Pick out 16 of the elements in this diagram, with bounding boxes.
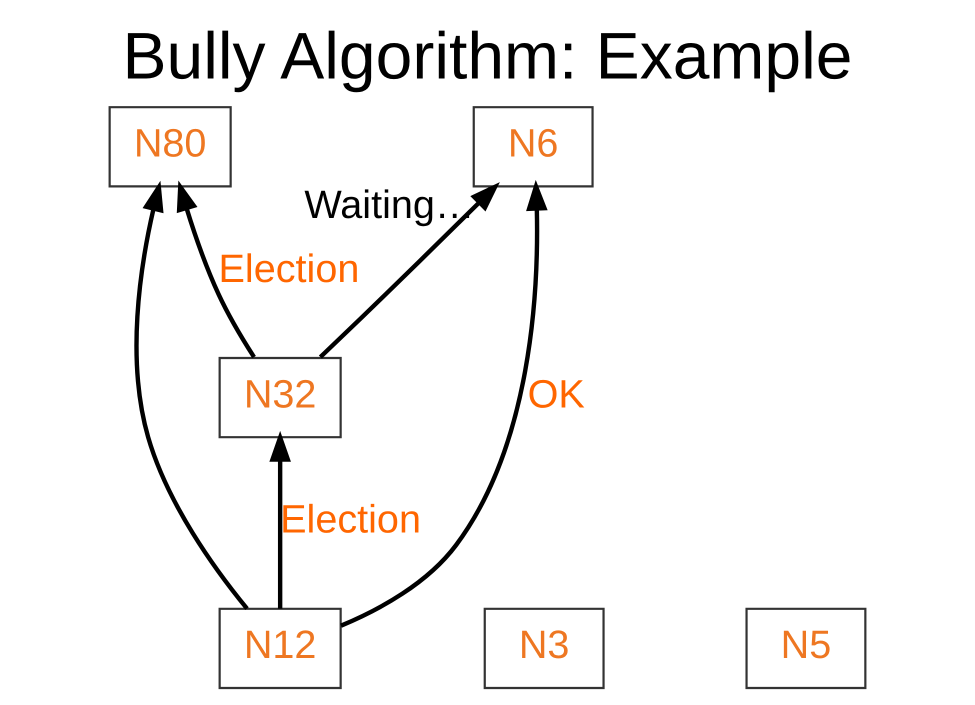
edge-label: Election <box>218 246 360 291</box>
node-box: N12 <box>218 608 342 690</box>
arrow <box>269 430 291 609</box>
arrow <box>134 180 249 610</box>
node-box: N32 <box>218 356 342 438</box>
edge-label: Election <box>280 498 421 542</box>
node-label: Waiting… <box>304 183 475 228</box>
node-box: N80 <box>108 106 232 188</box>
arrow <box>318 182 500 359</box>
arrow <box>340 180 548 628</box>
node-box: N6 <box>472 106 594 188</box>
node-box: N3 <box>484 608 605 690</box>
arrow <box>176 180 256 358</box>
diagram-title: Bully Algorithm: Example <box>122 18 852 93</box>
edge-label: OK <box>528 372 585 416</box>
node-box: N5 <box>745 608 866 690</box>
